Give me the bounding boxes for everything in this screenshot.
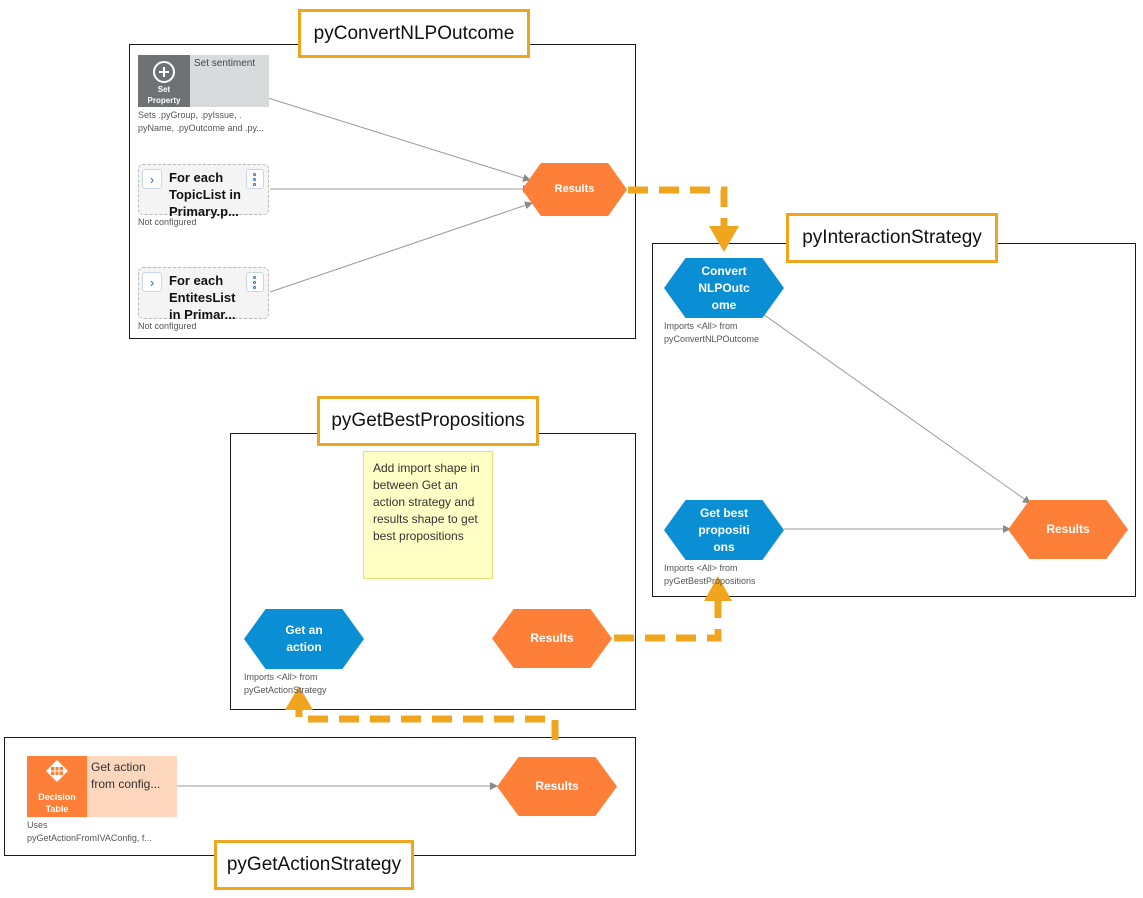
set-property-icon-label: Set — [157, 85, 171, 94]
import-desc: pyConvertNLPOutcome — [664, 334, 760, 344]
flow-line — [269, 201, 533, 293]
for-each-topiclist-shape[interactable]: › For each TopicList in Primary.p... — [138, 164, 269, 219]
expand-chevron-icon[interactable]: › — [142, 272, 162, 292]
get-an-action-shape[interactable]: Get an action — [244, 609, 364, 669]
get-best-propositions-shape[interactable]: Get best propositi ons — [664, 500, 784, 560]
results-label: Results — [1046, 522, 1090, 536]
foreach-text: EntitesList — [169, 290, 236, 305]
label-pyinteractionstrategy: pyInteractionStrategy — [786, 213, 998, 263]
dashed-arrow-to-action — [295, 708, 559, 740]
foreach-text: in Primar... — [169, 307, 236, 322]
import-desc: pyGetActionStrategy — [244, 685, 327, 695]
import-desc: pyGetBestPropositions — [664, 576, 756, 586]
dashed-arrow-to-best — [614, 600, 722, 642]
decision-table-icon-label: Table — [45, 804, 69, 814]
sticky-note: Add import shape in between Get an actio… — [363, 451, 493, 579]
decision-table-desc: Uses — [27, 820, 48, 830]
hex-text: propositi — [698, 522, 750, 537]
status-text: Not configured — [138, 321, 197, 331]
results-shape-bestprops[interactable]: Results — [492, 609, 612, 668]
hex-text: Get best — [699, 505, 748, 520]
decision-table-icon-label: Decision — [38, 792, 76, 802]
status-text: Not configured — [138, 217, 197, 227]
convert-nlp-outcome-shape[interactable]: Convert NLPOutc ome — [664, 258, 784, 318]
decision-table-shape[interactable]: Decision Table Get action from config... — [27, 756, 177, 817]
hex-text: NLPOutc — [698, 280, 750, 295]
results-shape-actionstrategy[interactable]: Results — [497, 757, 617, 816]
import-desc: Imports <All> from — [664, 563, 738, 573]
for-each-entiteslist-shape[interactable]: › For each EntitesList in Primar... — [138, 267, 269, 322]
set-property-desc: Sets .pyGroup, .pyIssue, . — [138, 110, 242, 120]
import-desc: Imports <All> from — [664, 321, 738, 331]
label-pygetbestpropositions: pyGetBestPropositions — [317, 396, 539, 446]
decision-table-title: Get action — [91, 760, 146, 774]
decision-table-desc: pyGetActionFromIVAConfig, f... — [27, 833, 152, 843]
hex-text: ome — [711, 297, 737, 312]
foreach-text: For each — [169, 170, 224, 185]
results-label: Results — [535, 779, 579, 793]
label-pygetactionstrategy: pyGetActionStrategy — [214, 840, 414, 890]
flow-line — [759, 311, 1031, 504]
foreach-text: For each — [169, 273, 224, 288]
set-property-icon-label: Property — [147, 96, 181, 105]
expand-chevron-icon[interactable]: › — [142, 169, 162, 189]
results-shape-interaction[interactable]: Results — [1008, 500, 1128, 559]
arrowhead — [709, 226, 739, 252]
more-options-icon[interactable] — [246, 272, 264, 292]
results-label: Results — [554, 183, 595, 195]
arrowhead — [285, 686, 313, 710]
dashed-arrow-to-interaction — [628, 186, 728, 228]
foreach-text: TopicList in — [169, 187, 241, 202]
foreach-text: Primary.p... — [169, 204, 239, 219]
set-property-desc: pyName, .pyOutcome and .py... — [138, 123, 264, 133]
label-pyconvertnlpoutcome: pyConvertNLPOutcome — [298, 9, 530, 58]
decision-table-title: from config... — [91, 777, 161, 791]
set-property-shape[interactable]: Set Property Set sentiment — [138, 55, 269, 107]
hex-text: Convert — [701, 263, 747, 278]
results-shape-convert[interactable]: Results — [522, 163, 627, 216]
hex-text: ons — [713, 539, 735, 554]
more-options-icon[interactable] — [246, 169, 264, 189]
hex-text: Get an — [285, 623, 323, 637]
hex-text: action — [286, 640, 322, 654]
import-desc: Imports <All> from — [244, 672, 318, 682]
set-property-icon: Set Property — [138, 55, 190, 107]
arrowhead — [704, 576, 732, 601]
set-property-title: Set sentiment — [194, 58, 256, 69]
decision-table-icon: Decision Table — [27, 756, 87, 817]
results-label: Results — [530, 631, 574, 645]
flow-line — [267, 97, 531, 182]
